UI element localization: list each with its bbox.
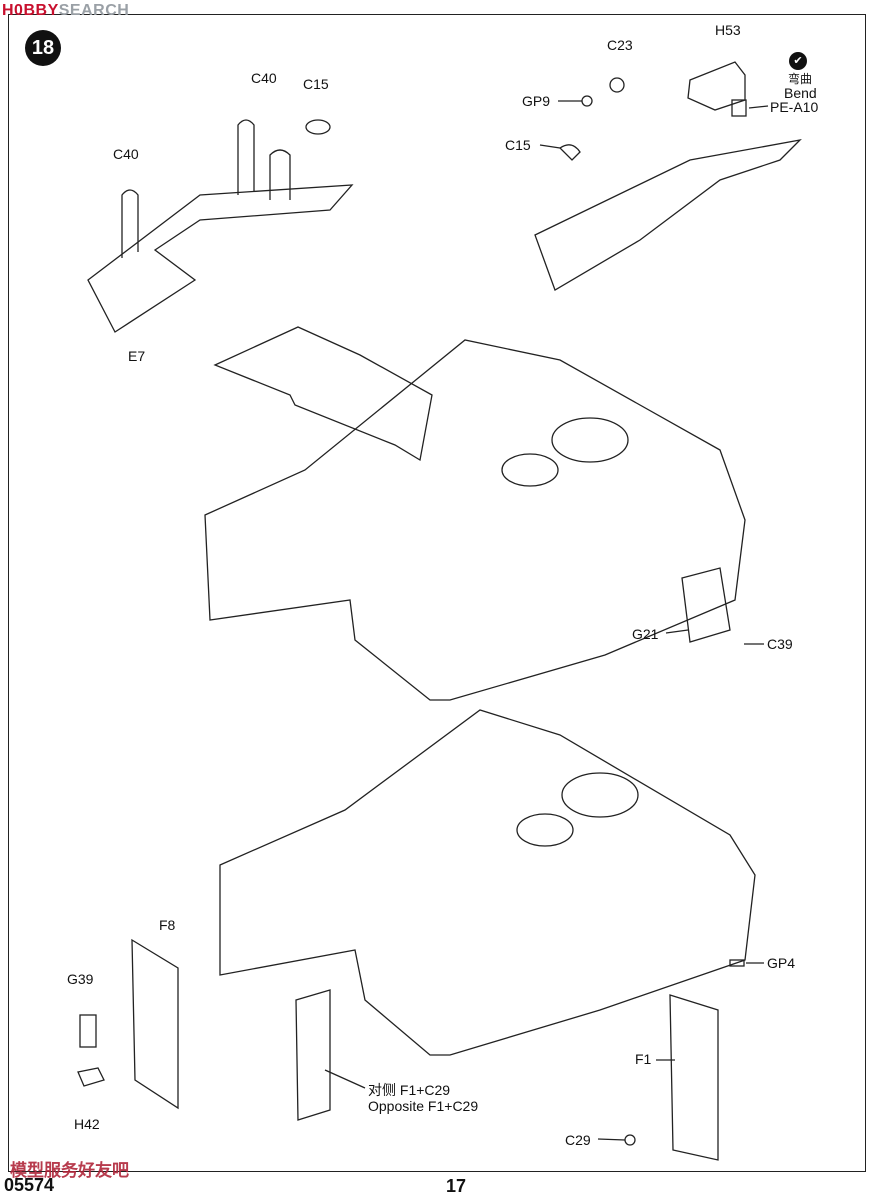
bottom-watermark: 模型服务好友吧	[10, 1161, 129, 1180]
leader-c29	[597, 1138, 626, 1141]
callout-c39: C39	[767, 636, 793, 652]
lower-hatch-ring-b	[516, 813, 574, 847]
h42-part-drawing	[77, 1067, 105, 1087]
leader-pe-a10	[748, 105, 769, 109]
f1-plate-drawing	[669, 994, 719, 1161]
callout-c15-top: C15	[303, 76, 329, 92]
leader-g21	[665, 629, 689, 634]
c29-part-drawing	[624, 1134, 636, 1146]
leader-opposite	[324, 1069, 366, 1089]
callout-opposite-cn: 对侧 F1+C29	[368, 1082, 451, 1098]
callout-g39: G39	[67, 971, 94, 987]
callout-c40-top: C40	[251, 70, 277, 86]
h53-part-drawing	[687, 61, 746, 111]
page-frame	[8, 14, 866, 1172]
callout-f8: F8	[159, 917, 176, 933]
watermark-brand: H0BBY	[2, 2, 59, 19]
bend-label-en: Bend	[784, 85, 817, 101]
opposite-f1-plate-drawing	[295, 989, 331, 1121]
callout-c15-right: C15	[505, 137, 531, 153]
bend-label-cn: 弯曲	[788, 72, 813, 86]
callout-c29: C29	[565, 1132, 591, 1148]
callout-h53: H53	[715, 22, 741, 38]
callout-f1: F1	[635, 1051, 652, 1067]
upper-deck-plate-drawing	[213, 326, 433, 462]
g21-door-drawing	[681, 567, 731, 643]
c23-part-drawing	[609, 77, 625, 93]
callout-e7: E7	[128, 348, 146, 364]
gp4-part-drawing	[729, 959, 745, 967]
callout-pe-a10: PE-A10	[770, 99, 819, 115]
callout-g21: G21	[632, 626, 659, 642]
c15-part-left	[305, 119, 331, 135]
f8-plate-drawing	[131, 938, 179, 1110]
product-code: 05574	[4, 1175, 55, 1195]
watermark-search: SEARCH	[58, 2, 130, 19]
callout-gp9: GP9	[522, 93, 551, 109]
upper-hatch-ring-b	[501, 453, 559, 487]
callout-c40-left: C40	[113, 146, 139, 162]
lower-hull-drawing	[219, 709, 756, 1056]
leader-c15-right	[539, 144, 561, 149]
c40-handle-top-b	[269, 149, 291, 200]
callout-opposite-en: Opposite F1+C29	[368, 1098, 479, 1114]
c40-handle-left	[121, 189, 139, 258]
bend-icon: ✔	[789, 52, 807, 70]
right-deck-plate-drawing	[534, 138, 802, 291]
e7-plate-drawing	[87, 184, 354, 333]
upper-hatch-ring-a	[551, 417, 629, 463]
c40-handle-top-a	[237, 119, 255, 195]
pe-a10-part-drawing	[731, 99, 747, 117]
step-number-badge: 18	[25, 30, 61, 66]
g39-part-drawing	[79, 1014, 97, 1048]
page-number: 17	[446, 1176, 467, 1196]
upper-hull-drawing	[204, 339, 746, 701]
gp9-part-drawing	[581, 95, 593, 107]
callout-gp4: GP4	[767, 955, 796, 971]
callout-c23: C23	[607, 37, 633, 53]
callout-h42: H42	[74, 1116, 100, 1132]
hobbysearch-watermark: H0BBYSEARCH	[2, 2, 129, 20]
c15-part-right	[558, 144, 581, 161]
lower-hatch-ring-a	[561, 772, 639, 818]
